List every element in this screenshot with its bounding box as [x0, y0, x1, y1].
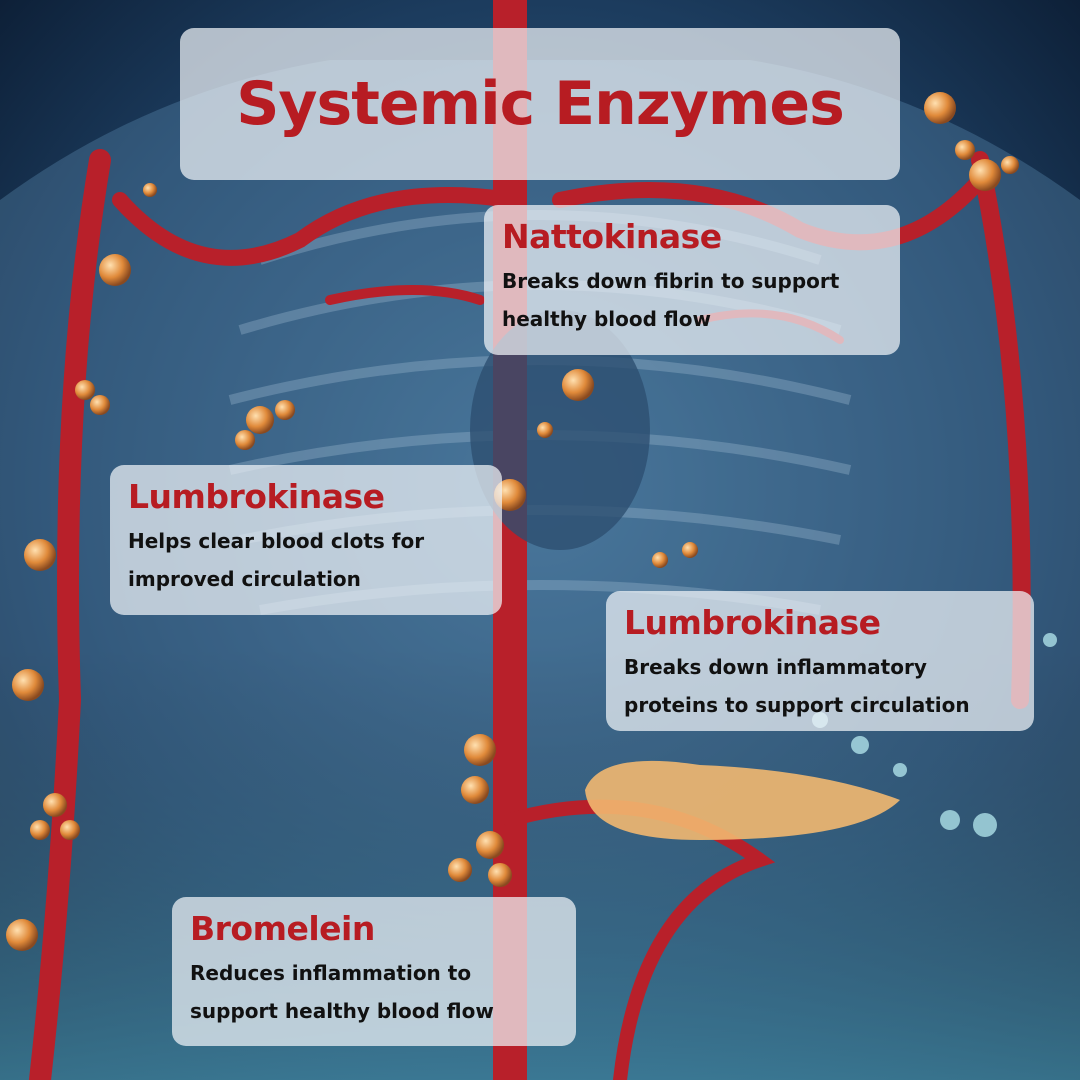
- enzyme-description: Breaks down fibrin to support healthy bl…: [502, 269, 840, 331]
- enzyme-card-nattokinase: Nattokinase Breaks down fibrin to suppor…: [484, 205, 900, 355]
- page-title: Systemic Enzymes: [236, 69, 845, 139]
- enzyme-description: Reduces inflammation to support healthy …: [190, 961, 494, 1023]
- enzyme-card-lumbrokinase-2: Lumbrokinase Breaks down inflammatory pr…: [606, 591, 1034, 731]
- enzyme-description: Helps clear blood clots for improved cir…: [128, 529, 425, 591]
- title-banner: Systemic Enzymes: [180, 28, 900, 180]
- enzyme-card-bromelein: Bromelein Reduces inflammation to suppor…: [172, 897, 576, 1046]
- enzyme-card-lumbrokinase: Lumbrokinase Helps clear blood clots for…: [110, 465, 502, 615]
- enzyme-name: Bromelein: [190, 909, 375, 948]
- enzyme-description: Breaks down inflammatory proteins to sup…: [624, 655, 970, 717]
- enzyme-name: Lumbrokinase: [624, 603, 881, 642]
- enzyme-name: Nattokinase: [502, 217, 722, 256]
- enzyme-name: Lumbrokinase: [128, 477, 385, 516]
